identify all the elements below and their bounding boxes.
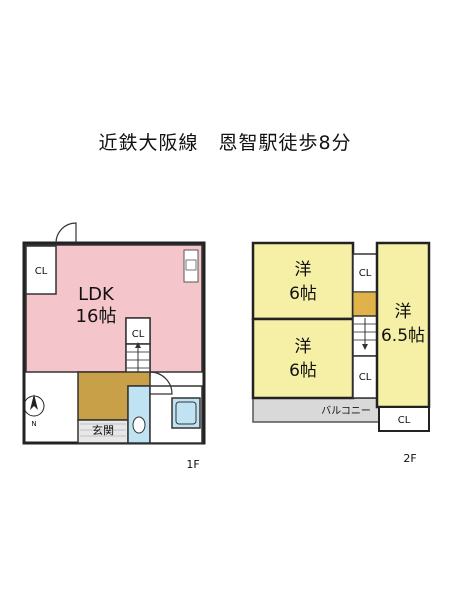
ldk-size: 16帖 (76, 306, 117, 327)
western-room-c (375, 241, 431, 409)
western-room-c-name: 洋 (395, 302, 412, 322)
door-swing-icon (149, 371, 173, 395)
closet-left (25, 245, 57, 295)
second-floor-label: 2F (403, 452, 416, 465)
western-room-a-size: 6帖 (289, 284, 317, 304)
toilet-room (127, 385, 151, 444)
page-title: 近鉄大阪線 恩智駅徒歩8分 (98, 132, 352, 154)
second-floor: 洋 6帖 洋 6帖 洋 6.5帖 CL CL CL バルコニー 2F (251, 241, 431, 465)
western-room-a-name: 洋 (295, 260, 312, 280)
bathtub-inner-icon (175, 401, 197, 425)
western-room-a (251, 241, 355, 321)
entrance-label: 玄関 (92, 423, 114, 437)
balcony (252, 397, 380, 423)
sink-icon (185, 259, 197, 271)
closet-c (378, 406, 430, 432)
first-floor: LDK 16帖 CL CL 玄関 1F (22, 222, 206, 471)
closet-b-label: CL (359, 372, 372, 383)
north-arrow-icon: N (23, 394, 45, 428)
western-room-b-name: 洋 (295, 337, 312, 357)
ldk-name: LDK (78, 284, 115, 305)
closet-left-label: CL (35, 266, 48, 277)
hall-floor (352, 291, 378, 317)
north-label: N (31, 420, 36, 428)
closet-c-label: CL (398, 415, 411, 426)
door-swing-icon (55, 222, 77, 244)
western-room-c-size: 6.5帖 (381, 326, 425, 346)
kitchen-counter (183, 249, 199, 283)
closet-stair-label: CL (132, 329, 145, 340)
closet-a-label: CL (359, 268, 372, 279)
genkan-hatch (80, 423, 126, 437)
toilet-icon (132, 416, 146, 434)
stairs-first-floor (125, 342, 151, 377)
closet-a (352, 253, 378, 293)
western-room-b (251, 317, 355, 400)
first-floor-label: 1F (186, 458, 199, 471)
western-room-b-size: 6帖 (289, 361, 317, 381)
stairs-second-floor (352, 315, 378, 357)
balcony-label: バルコニー (321, 405, 371, 417)
